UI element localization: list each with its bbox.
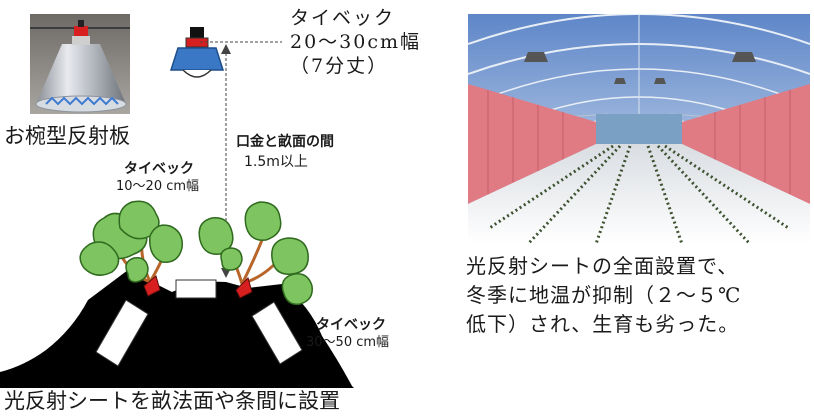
caption-right-line3: 低下）され、生育も劣った。: [466, 312, 740, 336]
strawberry-plant-left: [79, 200, 183, 283]
distance-label-line1: 口金と畝面の間: [236, 134, 334, 150]
lamp-sheet-label-line2: 20〜30cm幅: [290, 31, 422, 53]
crown-right: [235, 277, 253, 299]
caption-right: 光反射シートの全面設置で、 冬季に地温が抑制（２〜５℃ 低下）され、生育も劣った…: [466, 252, 810, 339]
reflective-sheet-top: [175, 279, 217, 299]
lamp-sheet-label: タイベック 20〜30cm幅 （7分丈）: [290, 6, 421, 78]
caption-left: 光反射シートを畝法面や条間に設置: [4, 389, 340, 413]
lamp-sheet-label-line3: （7分丈）: [290, 55, 389, 77]
top-sheet-label: タイベック 10〜20 cm幅: [116, 160, 199, 196]
side-sheet-label: タイベック 30〜50 cm幅: [306, 316, 389, 352]
top-sheet-label-line1: タイベック: [124, 161, 194, 177]
reflective-sheet-right-slope: [251, 301, 303, 365]
top-sheet-label-line2: 10〜20 cm幅: [116, 179, 200, 194]
side-sheet-label-line2: 30〜50 cm幅: [306, 335, 390, 350]
distance-label-line2: 1.5m以上: [244, 154, 308, 170]
ridge: [0, 270, 354, 388]
reflector-setup-diagram: [0, 14, 354, 388]
bowl-reflector-photo: [30, 14, 130, 114]
crown-left: [143, 275, 161, 297]
reflective-sheet-left-slope: [95, 299, 149, 367]
lamp-icon: [169, 27, 225, 78]
reflector-name: お椀型反射板: [4, 124, 130, 148]
greenhouse-photo: [468, 14, 810, 244]
distance-label: 口金と畝面の間 1.5m以上: [236, 132, 334, 172]
caption-right-line1: 光反射シートの全面設置で、: [466, 254, 739, 278]
lamp-sheet-label-line1: タイベック: [290, 7, 396, 29]
caption-right-line2: 冬季に地温が抑制（２〜５℃: [466, 283, 742, 307]
side-sheet-label-line1: タイベック: [316, 317, 386, 333]
strawberry-plant-right: [198, 201, 313, 306]
